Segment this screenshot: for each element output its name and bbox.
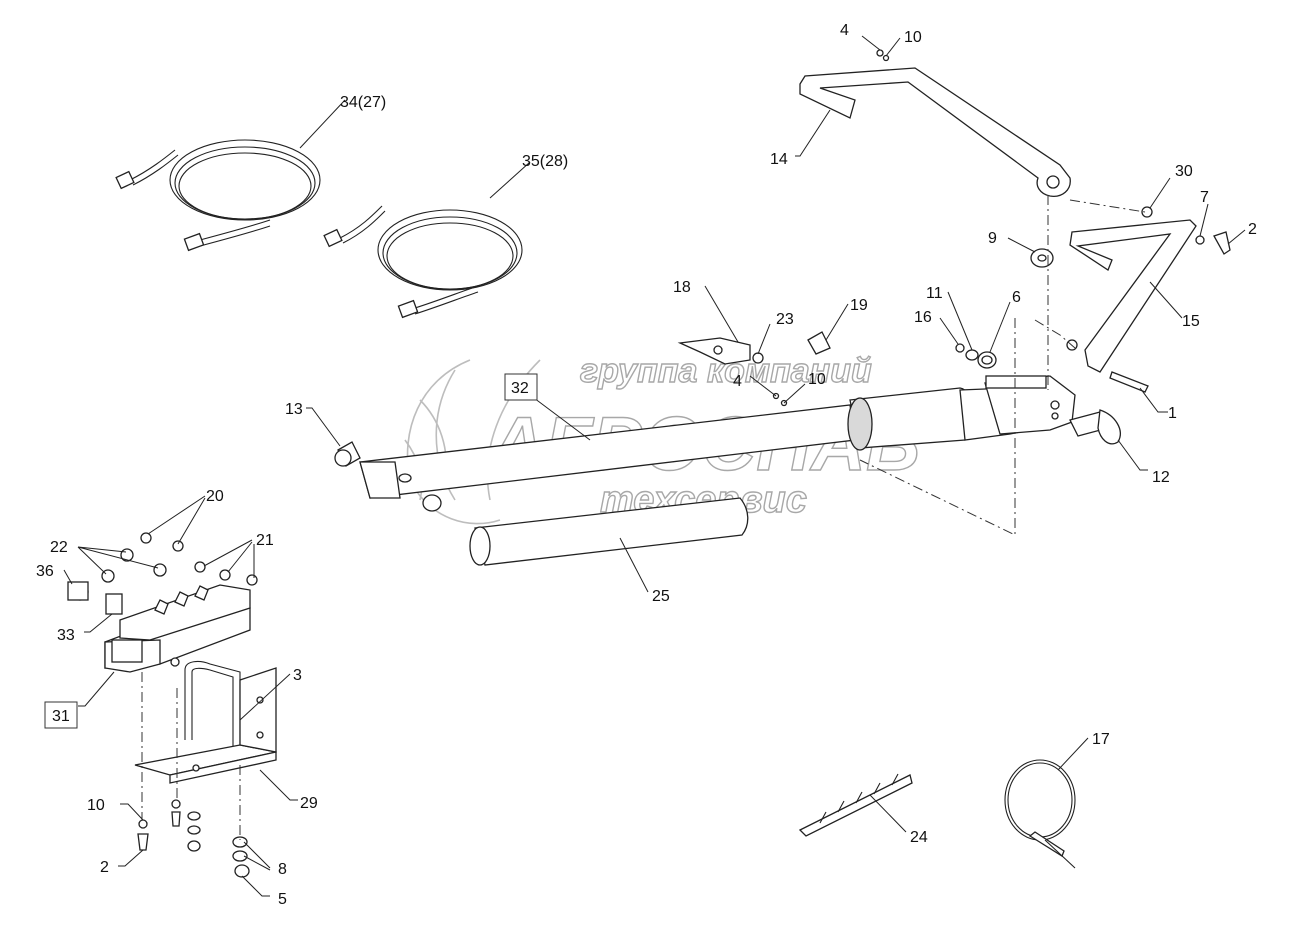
callout-19: 19 bbox=[850, 297, 868, 314]
callout-18: 18 bbox=[673, 279, 691, 296]
callout-34: 34(27) bbox=[340, 94, 386, 111]
callout-15: 15 bbox=[1182, 313, 1200, 330]
callout-30: 30 bbox=[1175, 163, 1193, 180]
callout-6: 6 bbox=[1012, 289, 1021, 306]
cylinder-32 bbox=[359, 375, 1076, 499]
valve-18 bbox=[677, 337, 751, 365]
callout-3: 3 bbox=[293, 667, 302, 684]
callout-2-bottom: 2 bbox=[100, 859, 109, 876]
spiral-wrap-24 bbox=[798, 773, 913, 837]
callout-25: 25 bbox=[652, 588, 670, 605]
callout-33: 33 bbox=[57, 627, 75, 644]
callout-23: 23 bbox=[776, 311, 794, 328]
hose-34 bbox=[115, 139, 321, 252]
callout-9: 9 bbox=[988, 230, 997, 247]
centerlines bbox=[141, 195, 1146, 840]
bushing-13 bbox=[334, 441, 442, 512]
callout-16: 16 bbox=[914, 309, 932, 326]
mounting-plate-29 bbox=[134, 667, 277, 784]
callout-10-mid: 10 bbox=[808, 371, 826, 388]
callouts: 1 2 2 3 4 4 5 6 7 8 9 10 10 bbox=[36, 22, 1257, 908]
pin-12 bbox=[1069, 409, 1121, 445]
callout-35: 35(28) bbox=[522, 153, 568, 170]
callout-24: 24 bbox=[910, 829, 928, 846]
ring-11 bbox=[965, 349, 979, 361]
callout-22: 22 bbox=[50, 539, 68, 556]
callout-5: 5 bbox=[278, 891, 287, 908]
callout-36: 36 bbox=[36, 563, 54, 580]
callout-10-bottom: 10 bbox=[87, 797, 105, 814]
nut-16 bbox=[955, 343, 965, 353]
callout-32-box bbox=[504, 373, 538, 401]
hose-clamp-17 bbox=[1004, 759, 1076, 869]
hose-35 bbox=[323, 205, 523, 319]
callout-12: 12 bbox=[1152, 469, 1170, 486]
fasteners-bottom bbox=[137, 799, 250, 878]
washer-6 bbox=[977, 351, 997, 369]
callout-21: 21 bbox=[256, 532, 274, 549]
callout-10-top: 10 bbox=[904, 29, 922, 46]
bracket-15 bbox=[1066, 206, 1231, 393]
callout-7: 7 bbox=[1200, 189, 1209, 206]
tube-25 bbox=[469, 497, 749, 566]
callout-14: 14 bbox=[770, 151, 788, 168]
fitting-23 bbox=[752, 352, 788, 407]
callout-29: 29 bbox=[300, 795, 318, 812]
callout-20: 20 bbox=[206, 488, 224, 505]
callout-1: 1 bbox=[1168, 405, 1177, 422]
callout-2-top: 2 bbox=[1248, 221, 1257, 238]
callout-13: 13 bbox=[285, 401, 303, 418]
callout-31-box bbox=[44, 701, 78, 729]
callout-17: 17 bbox=[1092, 731, 1110, 748]
callout-32: 32 bbox=[511, 380, 529, 397]
callout-31: 31 bbox=[52, 708, 70, 725]
bracket-14 bbox=[799, 49, 1071, 197]
callout-4-mid: 4 bbox=[733, 373, 742, 390]
fitting-19 bbox=[807, 331, 831, 355]
callout-4-top: 4 bbox=[840, 22, 849, 39]
callout-8: 8 bbox=[278, 861, 287, 878]
callout-11: 11 bbox=[926, 285, 943, 302]
u-bolt-3 bbox=[184, 660, 241, 765]
valve-block-31 bbox=[67, 532, 258, 673]
